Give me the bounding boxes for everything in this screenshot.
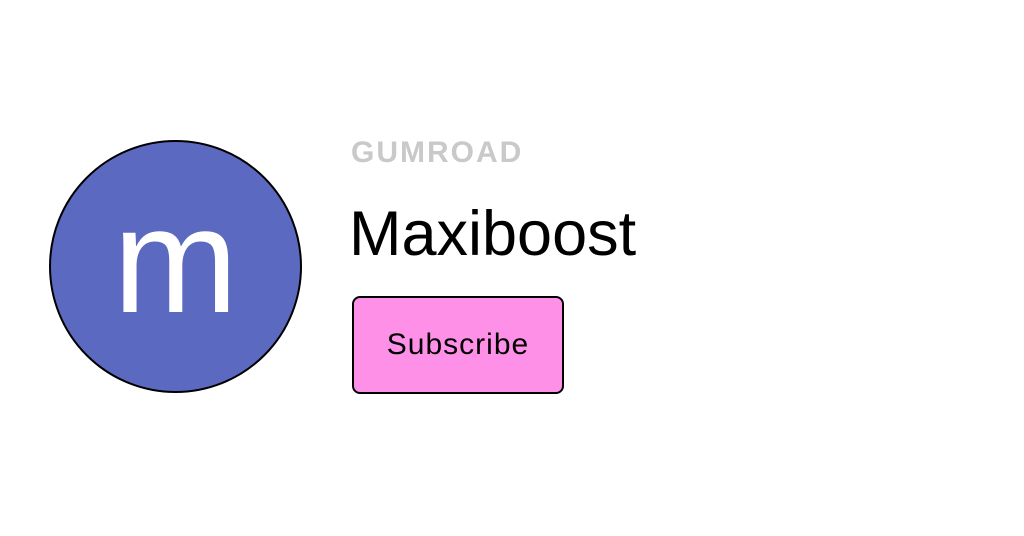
gumroad-logo: gumroad	[351, 136, 524, 169]
creator-name: Maxiboost	[349, 199, 637, 269]
creator-avatar: m	[49, 140, 302, 393]
subscribe-button[interactable]: Subscribe	[352, 296, 564, 394]
avatar-letter: m	[113, 175, 238, 344]
